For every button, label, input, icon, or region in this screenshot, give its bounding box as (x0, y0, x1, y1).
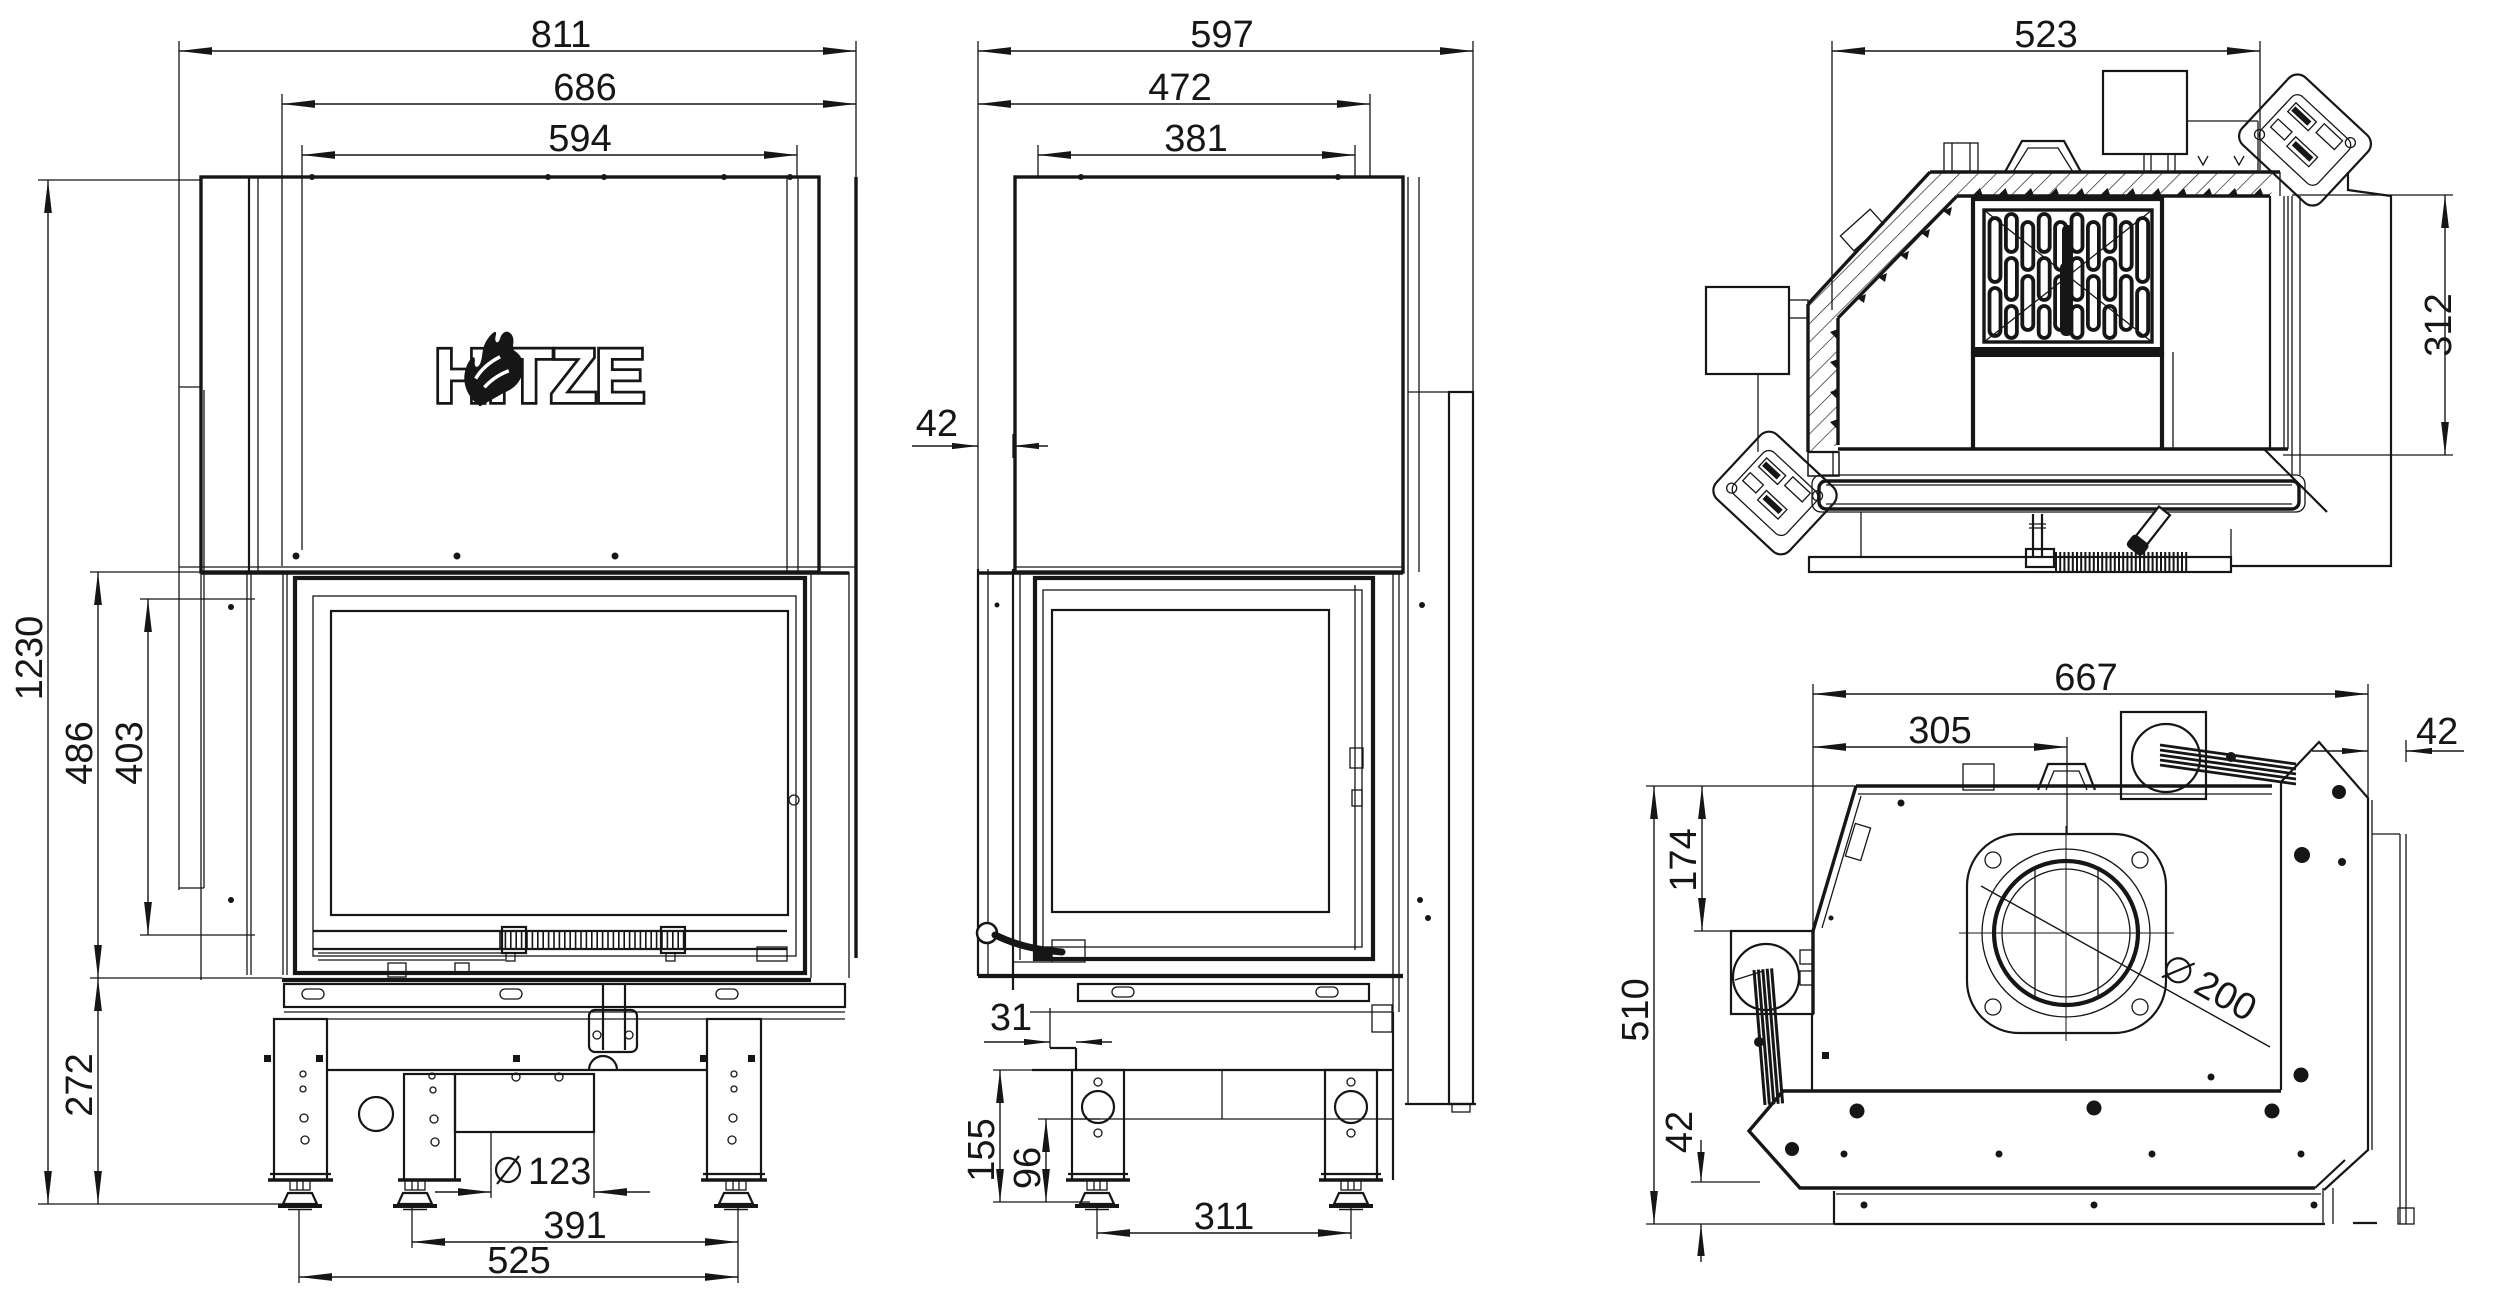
svg-text:312: 312 (2418, 293, 2460, 356)
svg-text:381: 381 (1164, 118, 1227, 160)
svg-text:510: 510 (1615, 978, 1657, 1041)
svg-text:42: 42 (916, 403, 958, 445)
svg-text:686: 686 (553, 67, 616, 109)
svg-text:HITZE: HITZE (434, 334, 644, 419)
svg-text:123: 123 (528, 1151, 591, 1193)
svg-text:667: 667 (2054, 657, 2117, 699)
svg-text:31: 31 (990, 997, 1032, 1039)
svg-text:42: 42 (1659, 1111, 1701, 1153)
svg-text:1230: 1230 (9, 616, 51, 701)
svg-text:96: 96 (1007, 1147, 1049, 1189)
svg-text:486: 486 (59, 721, 101, 784)
svg-text:811: 811 (531, 14, 592, 56)
svg-text:272: 272 (59, 1053, 101, 1116)
svg-text:525: 525 (487, 1240, 550, 1282)
svg-text:305: 305 (1908, 710, 1971, 752)
svg-text:403: 403 (109, 721, 151, 784)
svg-text:597: 597 (1190, 14, 1253, 56)
svg-text:174: 174 (1663, 828, 1705, 891)
svg-text:391: 391 (543, 1205, 606, 1247)
svg-text:523: 523 (2014, 14, 2077, 56)
svg-text:311: 311 (1194, 1196, 1255, 1238)
svg-text:594: 594 (548, 118, 611, 160)
svg-text:472: 472 (1148, 67, 1211, 109)
svg-text:42: 42 (2416, 711, 2458, 753)
svg-text:155: 155 (961, 1118, 1003, 1181)
